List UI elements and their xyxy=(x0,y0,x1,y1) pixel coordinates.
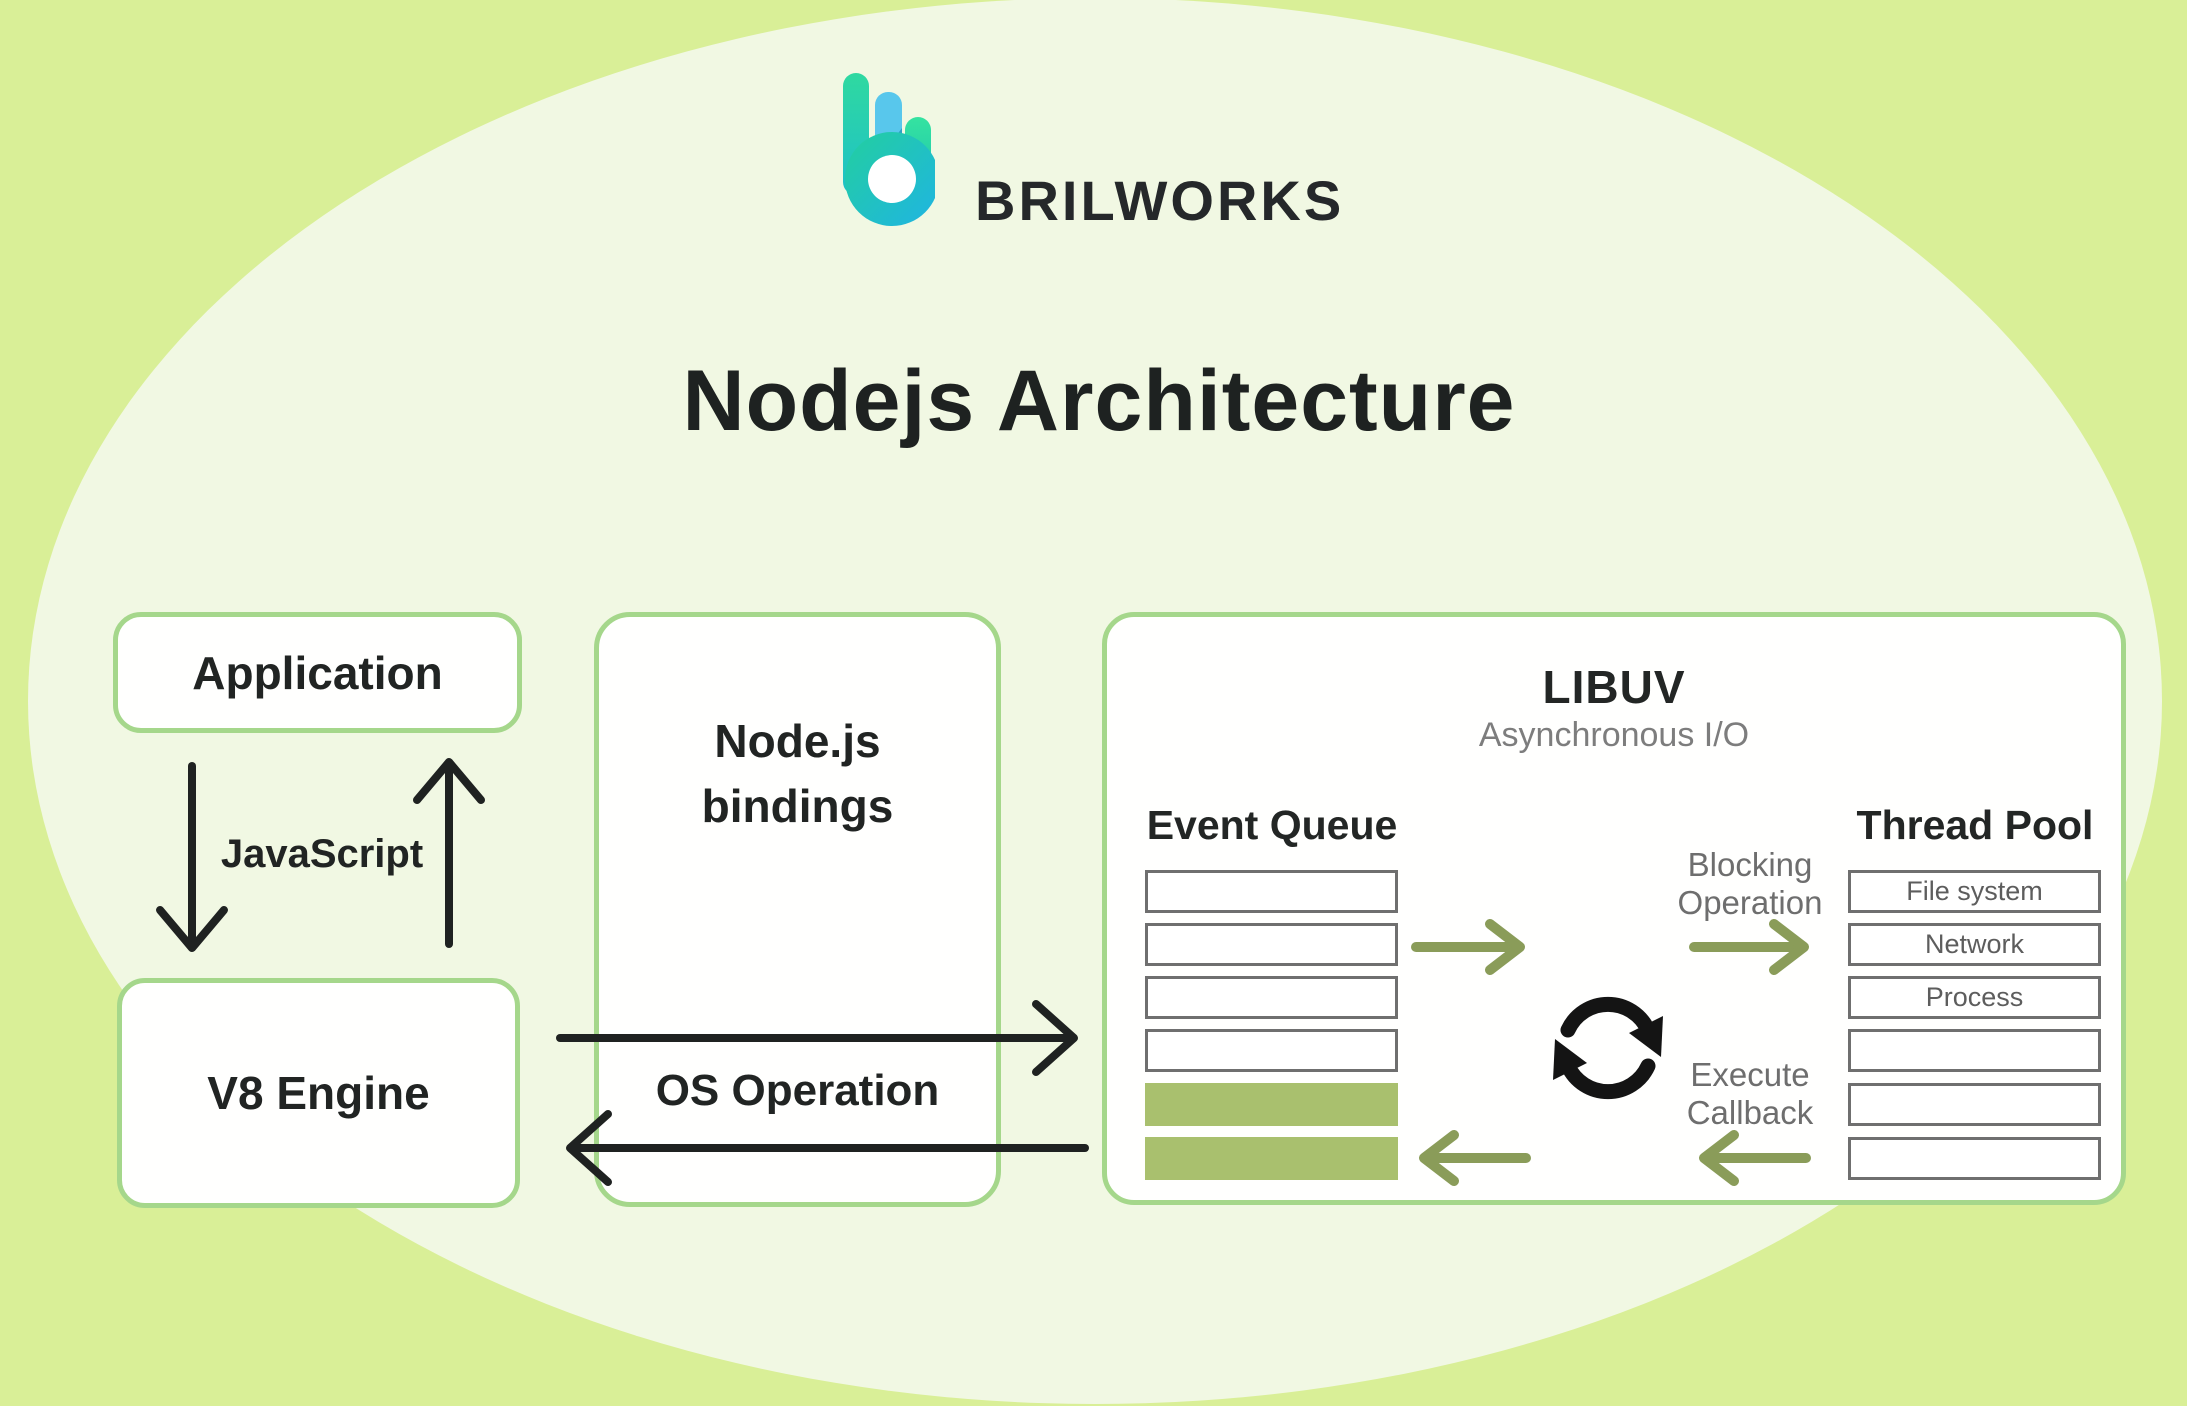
event-queue-slot xyxy=(1145,923,1398,966)
thread-pool-slot: Network xyxy=(1848,923,2101,966)
brand-name: BRILWORKS xyxy=(975,169,1345,232)
event-queue-slot xyxy=(1145,870,1398,913)
thread-pool-slot: File system xyxy=(1848,870,2101,913)
event-queue-slot xyxy=(1145,976,1398,1019)
libuv-title: LIBUV xyxy=(1542,661,1686,713)
v8-engine-box: V8 Engine xyxy=(117,978,520,1208)
application-label: Application xyxy=(192,646,443,699)
thread-pool-title: Thread Pool xyxy=(1856,802,2094,848)
page-title: Nodejs Architecture xyxy=(682,353,1516,449)
javascript-label: JavaScript xyxy=(220,832,424,876)
application-box: Application xyxy=(113,612,522,733)
event-queue-title: Event Queue xyxy=(1146,802,1398,848)
node-bindings-label: Node.js bindings xyxy=(701,715,894,833)
thread-pool-slot: Process xyxy=(1848,976,2101,1019)
event-queue-slot-filled xyxy=(1145,1137,1398,1180)
thread-pool-slot xyxy=(1848,1137,2101,1180)
event-queue-slot-filled xyxy=(1145,1083,1398,1126)
thread-pool-slot xyxy=(1848,1083,2101,1126)
brilworks-logo-icon xyxy=(843,73,935,226)
event-queue-slot xyxy=(1145,1029,1398,1072)
node-bindings-box: Node.js bindings xyxy=(594,612,1001,1207)
os-operation-label: OS Operation xyxy=(655,1066,940,1115)
v8-engine-label: V8 Engine xyxy=(207,1067,430,1119)
thread-pool-slot xyxy=(1848,1029,2101,1072)
libuv-subtitle: Asynchronous I/O xyxy=(1478,716,1750,754)
blocking-operation-label: Blocking Operation xyxy=(1677,846,1823,921)
execute-callback-label: Execute Callback xyxy=(1686,1056,1814,1131)
